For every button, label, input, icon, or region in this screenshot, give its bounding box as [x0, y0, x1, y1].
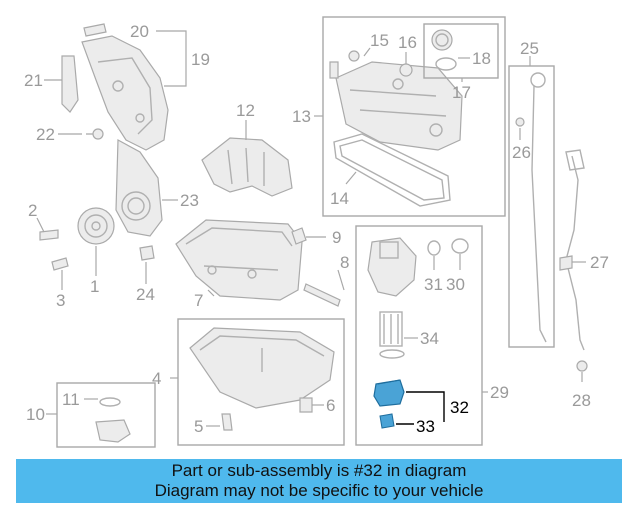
callout-4: 4	[152, 369, 161, 388]
callout-7: 7	[194, 291, 203, 310]
callout-22: 22	[36, 125, 55, 144]
callout-11: 11	[62, 390, 80, 409]
callout-18: 18	[472, 49, 491, 68]
callout-28: 28	[572, 391, 591, 410]
callout-17: 17	[452, 83, 471, 102]
callout-5: 5	[194, 417, 203, 436]
engine-plate-assembly	[39, 139, 163, 271]
callout-12: 12	[236, 101, 255, 120]
valve-cover	[335, 61, 463, 151]
oil-filter-cap-highlighted	[373, 379, 405, 429]
callout-13: 13	[292, 107, 311, 126]
oil-filter-frame	[355, 225, 483, 446]
callout-27: 27	[590, 253, 609, 272]
callout-29: 29	[490, 383, 509, 402]
callout-26: 26	[512, 143, 531, 162]
timing-cover-assembly	[61, 23, 169, 151]
callout-3: 3	[56, 291, 65, 310]
info-banner: Part or sub-assembly is #32 in diagram D…	[16, 459, 622, 503]
callout-34: 34	[420, 329, 439, 348]
callout-9: 9	[332, 228, 341, 247]
callout-24: 24	[136, 285, 155, 304]
dipstick-frame	[508, 65, 555, 348]
dipstick-tube	[565, 155, 585, 351]
callout-20: 20	[130, 22, 149, 41]
callout-1: 1	[90, 277, 99, 296]
callout-15: 15	[370, 31, 389, 50]
filter-housing	[367, 237, 417, 297]
banner-line-1: Part or sub-assembly is #32 in diagram	[171, 461, 467, 480]
callout-23: 23	[180, 191, 199, 210]
oil-cap-frame	[423, 23, 499, 79]
banner-line-2: Diagram may not be specific to your vehi…	[154, 481, 484, 500]
lower-oil-pan-frame	[177, 318, 345, 446]
callout-30: 30	[446, 275, 465, 294]
callout-32: 32	[450, 398, 469, 417]
callout-8: 8	[340, 253, 349, 272]
upper-oil-pan	[175, 219, 303, 301]
oil-pump-frame	[56, 382, 156, 448]
callout-33: 33	[416, 417, 435, 436]
callout-19: 19	[191, 50, 210, 69]
callout-10: 10	[26, 405, 45, 424]
callout-25: 25	[520, 39, 539, 58]
callout-21: 21	[24, 71, 43, 90]
callout-14: 14	[330, 189, 349, 208]
callout-31: 31	[424, 275, 443, 294]
callout-6: 6	[326, 396, 335, 415]
callout-2: 2	[28, 201, 37, 220]
callout-16: 16	[398, 33, 417, 52]
